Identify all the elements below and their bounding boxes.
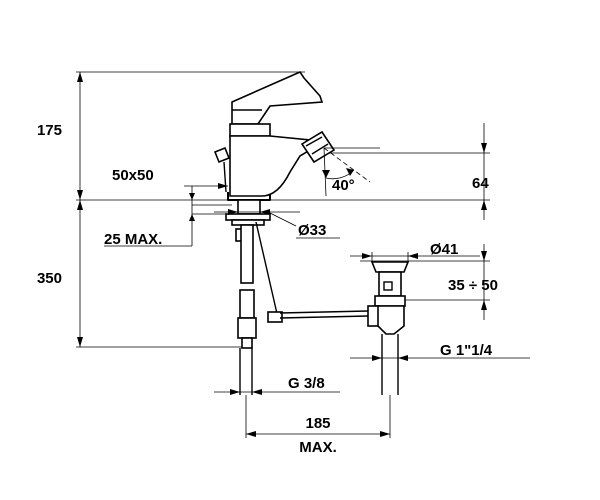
arrow-down-icon [189, 193, 195, 200]
popup-rod [223, 161, 227, 193]
label-drain-thread: G 1"1/4 [440, 342, 493, 359]
angle-dash-line [323, 147, 371, 183]
arrow-left-icon [246, 431, 256, 437]
arrow-right-icon [346, 168, 354, 176]
arrow-up-icon [77, 72, 83, 82]
label-reach-value: 185 [305, 415, 330, 432]
drain-rod-bottom [279, 315, 369, 319]
label-base-size: 50x50 [112, 167, 154, 184]
label-reach-suffix: MAX. [299, 439, 337, 456]
label-drain-range: 35 ÷ 50 [448, 277, 498, 294]
dimension-spout-height: 64 [472, 123, 489, 220]
spout-detail [305, 136, 329, 155]
arrow-right-icon [362, 253, 372, 259]
drain-flange [370, 261, 410, 273]
arrow-down-icon [481, 143, 487, 153]
arrow-left-icon [260, 209, 270, 215]
dimension-supply-thread: G 3/8 [214, 375, 340, 395]
rod-clamp [267, 311, 283, 323]
arrow-up-icon [77, 200, 83, 210]
drain-rod-top [279, 310, 369, 314]
dimension-reach: 185 MAX. [246, 415, 390, 456]
arrow-right-icon [228, 209, 238, 215]
dimension-height: 175 350 [37, 72, 83, 347]
arrow-right-icon [372, 355, 382, 361]
label-spout-height: 64 [472, 175, 489, 192]
arrow-right-icon [230, 389, 240, 395]
label-supply-thread: G 3/8 [288, 375, 325, 392]
fixing-washer [225, 213, 271, 221]
arrow-up-icon [481, 200, 487, 210]
label-height-lower: 350 [37, 270, 62, 287]
lever-handle [231, 70, 324, 125]
arrow-right-icon [380, 431, 390, 437]
dimension-drain-diameter: Ø41 [350, 241, 480, 262]
arrow-down-icon [77, 337, 83, 347]
drain-body-lower [377, 305, 405, 335]
drain-assembly [367, 261, 410, 395]
drain-port [383, 281, 393, 291]
arrow-up-icon [189, 214, 195, 221]
arrow-down-icon [322, 170, 330, 178]
spout-outlet [300, 130, 336, 164]
supply-fitting [241, 337, 253, 349]
label-deck-thickness: 25 MAX. [104, 231, 162, 248]
faucet-body [213, 70, 336, 201]
hole-leader [267, 211, 297, 227]
arrow-right-icon [218, 183, 228, 189]
dimension-angle: 40° [322, 147, 380, 197]
supply-tube-upper [240, 224, 254, 284]
drain-body-upper [378, 271, 402, 297]
label-height-upper: 175 [37, 122, 62, 139]
drain-rod [279, 310, 369, 319]
arrow-down-icon [481, 251, 487, 261]
dimension-hole: Ø33 [214, 209, 340, 239]
dimension-drain-range: 35 ÷ 50 [448, 244, 498, 320]
arrow-up-icon [481, 300, 487, 310]
popup-link-rod [255, 221, 279, 319]
dimension-base: 50x50 25 MAX. [104, 167, 232, 248]
extension-lines [76, 71, 490, 438]
popup-knob [213, 146, 231, 164]
supply-connector [237, 317, 257, 339]
cartridge-cap [229, 123, 271, 137]
supply-tube-lower [239, 289, 255, 319]
arrow-down-icon [77, 190, 83, 200]
label-spout-angle: 40° [332, 177, 355, 194]
arrow-left-icon [408, 253, 418, 259]
label-hole-diameter: Ø33 [298, 222, 326, 239]
drain-nut [374, 295, 406, 307]
arrow-left-icon [398, 355, 408, 361]
arrow-left-icon [252, 389, 262, 395]
fixing-assembly [225, 199, 283, 395]
dimension-drain-thread: G 1"1/4 [350, 342, 530, 361]
label-drain-diameter: Ø41 [430, 241, 458, 258]
mixer-body [229, 135, 311, 197]
